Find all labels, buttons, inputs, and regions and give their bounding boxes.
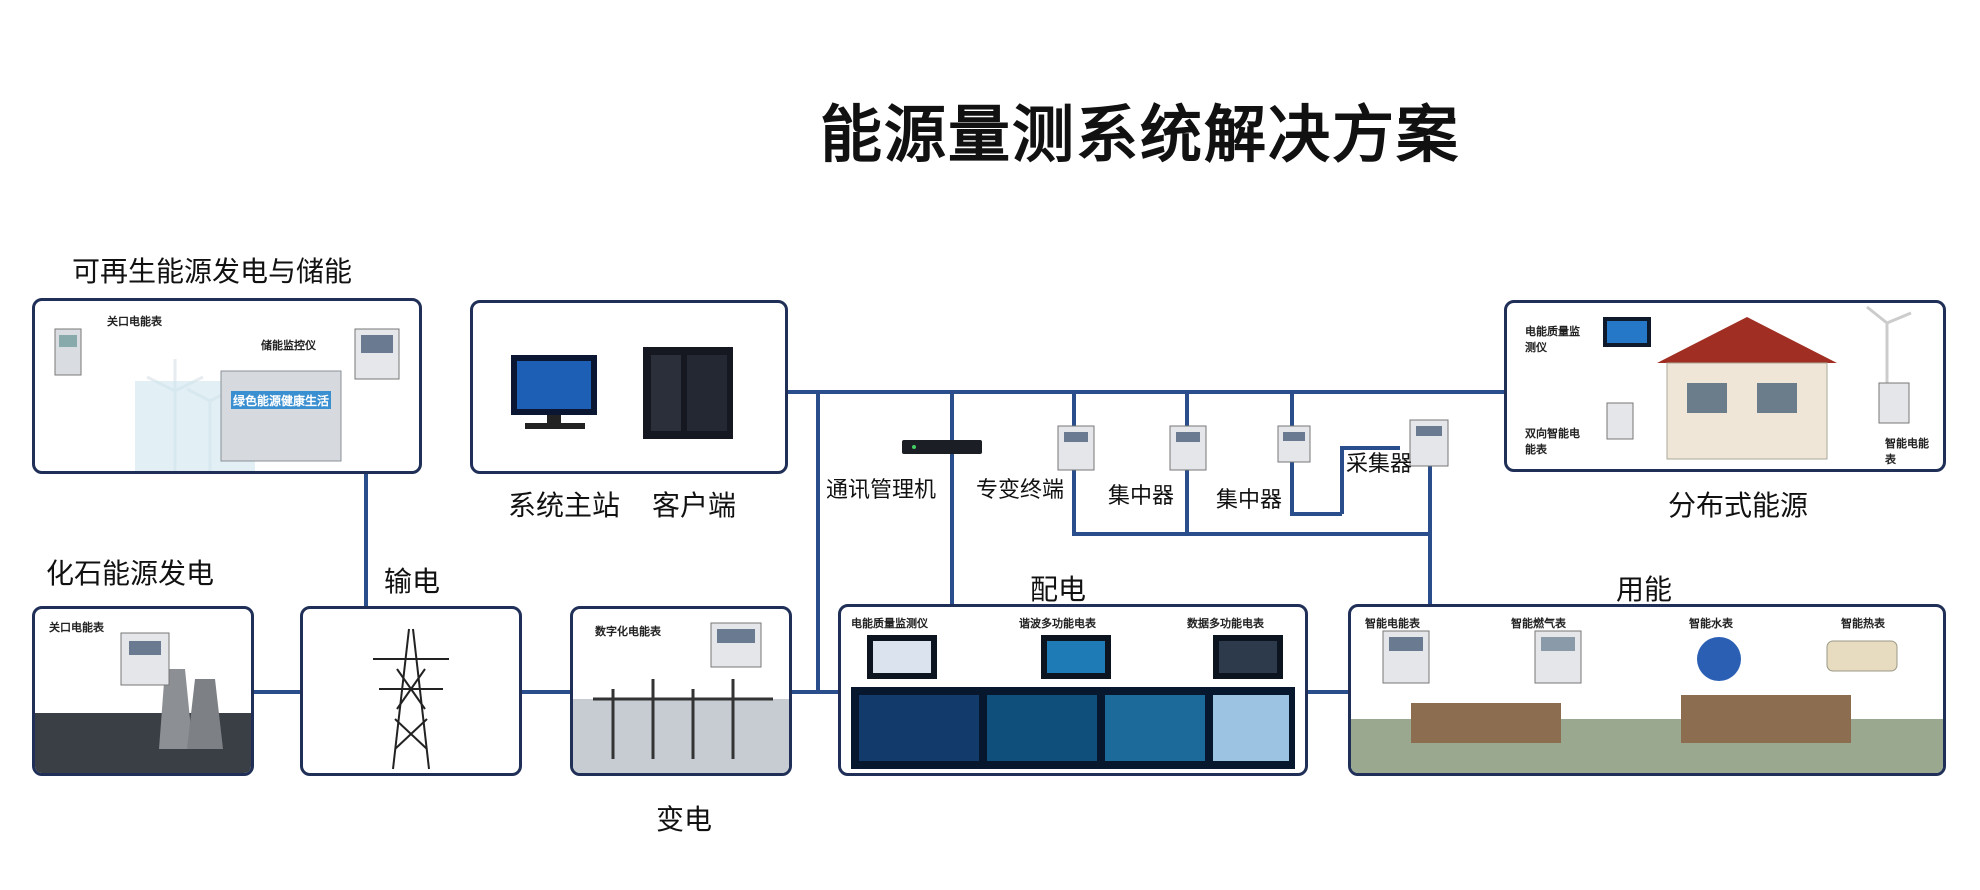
master-illustration	[511, 347, 733, 439]
line-renewable-to-transmission	[364, 472, 368, 610]
collector-icon	[1409, 419, 1449, 467]
caption-distributed-smart-meter: 智能电能表	[1885, 437, 1929, 466]
panel-substation: 数字化电能表	[570, 606, 792, 776]
concentrator-icon-1	[1169, 425, 1207, 471]
comm-manager-icon	[902, 440, 982, 454]
label-dedicated-terminal: 专变终端	[976, 478, 1065, 503]
caption-digital-meter: 数字化电能表	[595, 625, 661, 638]
consumption-illustration	[1351, 630, 1943, 773]
container-text: 绿色能源健康生活	[233, 393, 329, 408]
panel-renewable: 绿色能源健康生活 关口电能表 储能监控仪	[32, 298, 422, 474]
caption-gas-meter: 智能燃气表	[1511, 617, 1566, 630]
tower-illustration	[373, 628, 449, 770]
caption-bidirectional-meter: 双向智能电能表	[1525, 427, 1580, 456]
distributed-illustration	[1603, 305, 1912, 460]
caption-fossil-gateway-meter: 关口电能表	[49, 621, 104, 634]
line-collector-horizontal	[1340, 446, 1400, 450]
caption-harmonic-meter: 谐波多功能电表	[1019, 617, 1096, 630]
panel-master-station	[470, 300, 788, 474]
substation-illustration	[573, 622, 789, 773]
line-concentrator-loop	[1290, 512, 1342, 516]
label-comm-manager: 通讯管理机	[826, 478, 937, 503]
caption-power-quality: 电能质量监测仪	[851, 617, 928, 630]
panel-distributed: 电能质量监测仪 双向智能电能表 智能电能表	[1504, 300, 1946, 472]
concentrator-icon-2	[1277, 425, 1311, 463]
label-distributed: 分布式能源	[1668, 489, 1809, 522]
caption-data-meter: 数据多功能电表	[1187, 617, 1264, 630]
renewable-illustration: 绿色能源健康生活	[54, 328, 400, 471]
label-collector: 采集器	[1346, 452, 1413, 477]
label-consumption: 用能	[1616, 573, 1673, 606]
caption-heat-meter: 智能热表	[1841, 617, 1885, 630]
line-collector-link	[1340, 446, 1344, 514]
dedicated-terminal-icon	[1057, 425, 1095, 471]
caption-storage-monitor: 储能监控仪	[261, 339, 316, 352]
caption-pq-monitor: 电能质量监测仪	[1525, 325, 1580, 354]
caption-smart-meter: 智能电能表	[1365, 617, 1420, 630]
panel-transmission	[300, 606, 522, 776]
label-substation: 变电	[656, 803, 713, 836]
line-right-vertical	[1428, 440, 1432, 604]
page-title: 能源量测系统解决方案	[820, 98, 1461, 171]
caption-gateway-meter: 关口电能表	[107, 315, 162, 328]
label-system-station: 系统主站	[508, 489, 621, 522]
label-concentrator-2: 集中器	[1216, 488, 1283, 513]
label-renewable: 可再生能源发电与储能	[72, 255, 353, 288]
panel-fossil: 关口电能表	[32, 606, 254, 776]
fossil-illustration	[35, 632, 251, 773]
panel-distribution: 电能质量监测仪 谐波多功能电表 数据多功能电表	[838, 604, 1308, 776]
panel-consumption: 智能电能表 智能燃气表 智能水表 智能热表	[1348, 604, 1946, 776]
line-top-bus	[786, 390, 1508, 394]
label-fossil: 化石能源发电	[46, 557, 215, 590]
label-distribution: 配电	[1030, 573, 1087, 606]
label-client: 客户端	[652, 489, 737, 522]
line-bottom-row	[250, 690, 1385, 694]
distribution-illustration	[851, 635, 1295, 769]
label-concentrator-1: 集中器	[1108, 484, 1175, 509]
caption-water-meter: 智能水表	[1689, 617, 1733, 630]
label-transmission: 输电	[384, 565, 441, 598]
line-left-vertical	[816, 390, 820, 692]
line-comm-manager	[950, 390, 954, 612]
line-lower-bus	[1072, 532, 1430, 536]
